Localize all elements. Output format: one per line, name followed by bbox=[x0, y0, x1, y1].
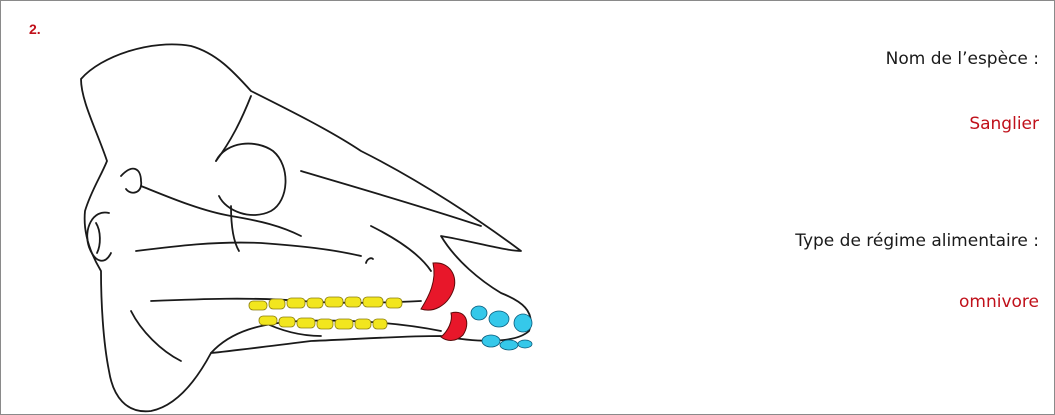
skull-outline bbox=[81, 44, 531, 411]
boar-skull-diagram bbox=[1, 1, 561, 414]
molar-teeth bbox=[249, 297, 402, 329]
species-answer: Sanglier bbox=[969, 114, 1039, 134]
species-label: Nom de l’espèce : bbox=[886, 49, 1039, 69]
incisor-teeth bbox=[471, 306, 532, 350]
diet-answer: omnivore bbox=[959, 292, 1039, 312]
diet-label: Type de régime alimentaire : bbox=[795, 231, 1039, 251]
